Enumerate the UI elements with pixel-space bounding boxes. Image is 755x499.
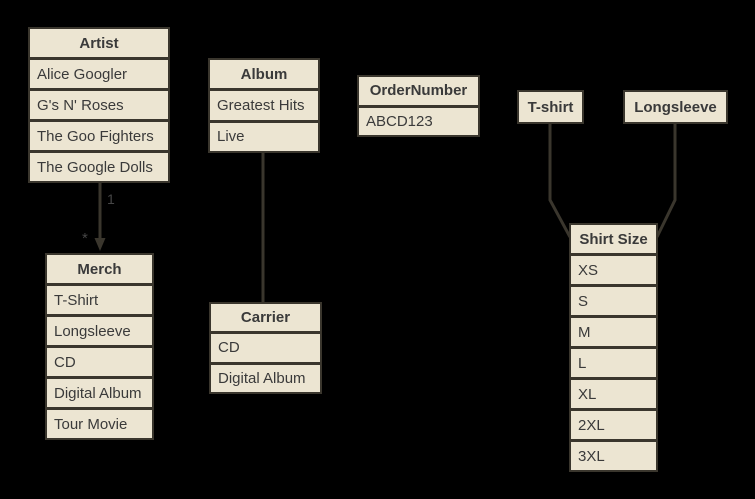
entity-tshirt-title: T-shirt [527, 98, 574, 116]
entity-merch-row: T-Shirt [47, 283, 152, 314]
entity-tshirt: T-shirt [517, 90, 584, 124]
entity-artist-row: The Google Dolls [30, 150, 168, 181]
entity-shirt-size-row: S [571, 284, 656, 315]
entity-album: Album Greatest Hits Live [208, 58, 320, 153]
multiplicity-target-label: * [82, 230, 88, 247]
entity-order-number-title: OrderNumber [369, 82, 468, 100]
entity-longsleeve-title: Longsleeve [634, 98, 717, 116]
connector-tshirt-shirtsize [548, 123, 572, 238]
entity-artist-row: Alice Googler [30, 57, 168, 88]
entity-order-number-row: ABCD123 [359, 104, 478, 136]
entity-shirt-size-row: L [571, 346, 656, 377]
entity-album-row: Greatest Hits [210, 88, 318, 119]
connector-tshirt-shirtsize-line [548, 123, 572, 238]
entity-merch-row: Longsleeve [47, 314, 152, 345]
entity-shirt-size-title: Shirt Size [579, 230, 648, 248]
connector-longsleeve-shirtsize-line [655, 123, 677, 238]
entity-shirt-size-row: 2XL [571, 408, 656, 439]
entity-carrier: Carrier CD Digital Album [209, 302, 322, 394]
entity-order-number: OrderNumber ABCD123 [357, 75, 480, 137]
entity-carrier-row: CD [211, 331, 320, 361]
entity-album-title: Album [240, 65, 288, 83]
entity-shirt-size: Shirt Size XS S M L XL 2XL 3XL [569, 223, 658, 472]
entity-merch-title: Merch [77, 260, 122, 278]
entity-merch: Merch T-Shirt Longsleeve CD Digital Albu… [45, 253, 154, 440]
connector-artist-merch: 1 * [82, 183, 115, 251]
multiplicity-source-label: 1 [107, 191, 115, 207]
entity-merch-row: Digital Album [47, 376, 152, 407]
entity-artist-row: The Goo Fighters [30, 119, 168, 150]
entity-shirt-size-row: 3XL [571, 439, 656, 470]
entity-artist-title: Artist [79, 34, 119, 52]
entity-artist-row: G's N' Roses [30, 88, 168, 119]
connector-longsleeve-shirtsize [655, 123, 677, 238]
entity-artist: Artist Alice Googler G's N' Roses The Go… [28, 27, 170, 183]
entity-album-row: Live [210, 119, 318, 151]
entity-carrier-title: Carrier [240, 309, 291, 327]
entity-shirt-size-row: XL [571, 377, 656, 408]
entity-longsleeve: Longsleeve [623, 90, 728, 124]
entity-carrier-row: Digital Album [211, 361, 320, 392]
arrowhead-down-icon [94, 238, 106, 251]
entity-merch-row: CD [47, 345, 152, 376]
entity-shirt-size-row: M [571, 315, 656, 346]
entity-merch-row: Tour Movie [47, 407, 152, 438]
entity-shirt-size-row: XS [571, 253, 656, 284]
